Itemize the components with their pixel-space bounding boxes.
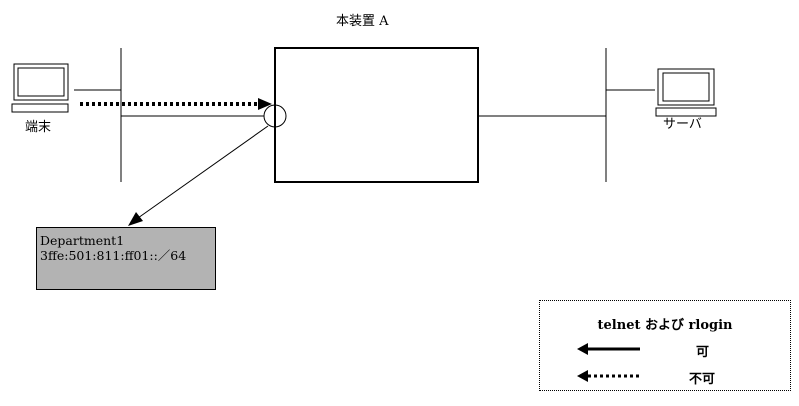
server-label: サーバ xyxy=(663,117,702,132)
device-label: 本装置 A xyxy=(336,14,389,29)
device-box xyxy=(274,47,479,183)
interface-circle xyxy=(263,104,287,128)
department-prefix: 3ffe:501:811:ff01::／64 xyxy=(40,248,187,263)
terminal-computer-icon xyxy=(11,63,69,113)
legend-box: telnet および rlogin 可 不可 xyxy=(539,300,791,391)
server-computer-icon xyxy=(655,68,717,117)
denied-access-arrowhead xyxy=(258,98,272,110)
legend-denied-label: 不可 xyxy=(689,372,716,387)
legend-dotted-arrowhead xyxy=(577,370,588,382)
legend-solid-arrowhead xyxy=(577,343,588,355)
legend-permitted-label: 可 xyxy=(696,345,710,360)
department-name: Department1 xyxy=(40,233,125,248)
terminal-label: 端末 xyxy=(25,120,52,135)
legend-title: telnet および rlogin xyxy=(597,318,733,333)
department-box: Department1 3ffe:501:811:ff01::／64 xyxy=(36,227,216,290)
department-pointer-arrowhead xyxy=(128,212,143,226)
department-pointer-line xyxy=(137,125,269,219)
